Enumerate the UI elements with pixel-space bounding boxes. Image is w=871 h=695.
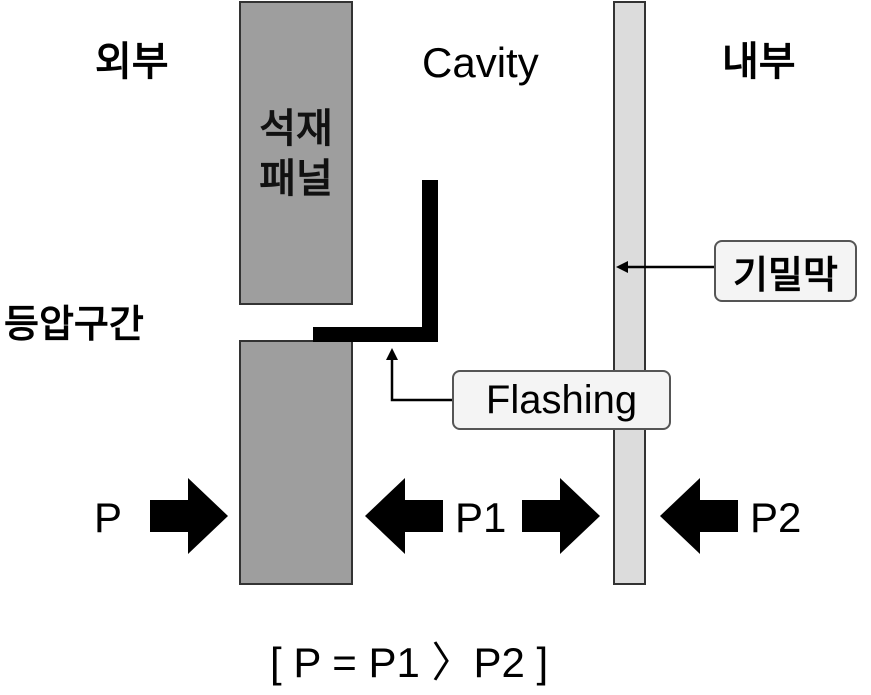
pressure-zone-label: 등압구간 [4,302,144,346]
pressure-inside-label: P2 [750,494,802,541]
pressure-equation: [ P = P1 〉P2 ] [270,639,549,686]
air-barrier-callout: 기밀막 [714,240,857,302]
arrow-right-icon [150,478,228,554]
thin-arrow-icon [386,348,398,360]
flashing-shape [422,180,438,341]
cavity-label: Cavity [422,39,539,86]
arrow-left-icon [660,478,738,554]
stone-panel-label-line2: 패널 [259,156,333,202]
flashing-callout: Flashing [452,370,671,430]
flashing-horizontal [313,327,438,342]
stone-panel-label-line1: 석재 [259,106,333,152]
stone-panel-lower [239,340,353,585]
stone-panel-upper [239,1,353,305]
pressure-cavity-label: P1 [455,494,507,541]
exterior-label: 외부 [95,39,169,85]
pressure-outside-label: P [94,494,123,541]
flashing-label: Flashing [485,377,638,422]
air-barrier-wall [613,1,646,585]
flashing-leader-line [390,355,452,402]
air-barrier-label: 기밀막 [733,252,838,297]
arrow-right-icon [522,478,600,554]
stone-panel-label: 석재 패널 [239,104,353,204]
arrow-left-icon [365,478,443,554]
interior-label: 내부 [722,39,796,85]
thin-arrow-icon [616,261,628,273]
